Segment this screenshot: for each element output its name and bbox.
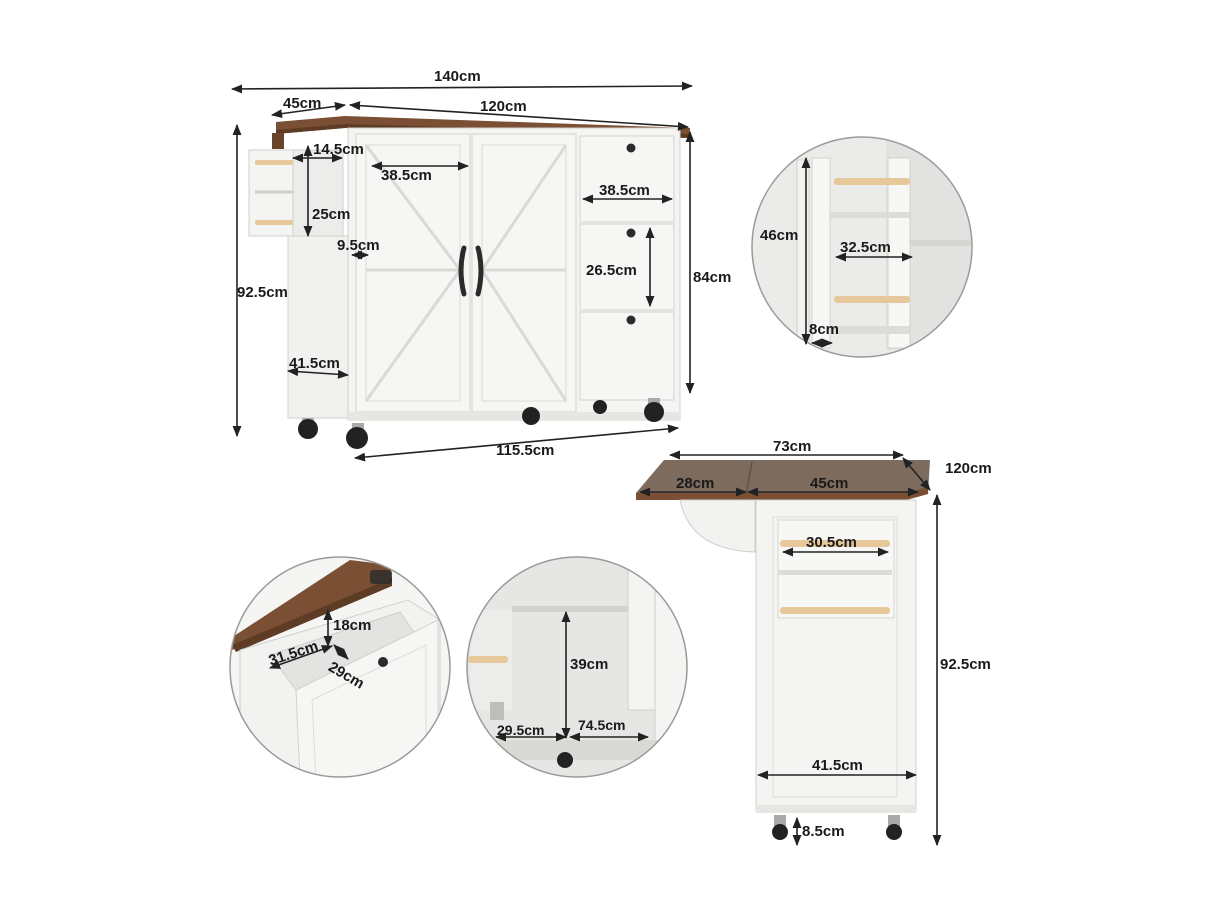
rack-gap-label: 9.5cm (337, 237, 380, 254)
side-top-length-label: 120cm (945, 460, 992, 477)
knob-icon (626, 228, 636, 238)
main-cabinet-front-view (248, 116, 690, 449)
left-door (355, 133, 471, 413)
towel-rack-depth-label: 8cm (809, 321, 840, 338)
side-body-depth-label: 41.5cm (812, 757, 863, 774)
drawer-height-label: 26.5cm (586, 262, 637, 279)
knob-icon (626, 143, 636, 153)
dowel-rail (255, 220, 293, 225)
overall-height-label: 92.5cm (237, 284, 288, 301)
right-door (471, 133, 577, 413)
base-width-label: 115.5cm (496, 442, 555, 459)
towel-rack-detail-circle (751, 136, 973, 358)
knob-icon (626, 315, 636, 325)
drawer-depth-label: 18cm (333, 617, 372, 634)
door-handle-icon (475, 245, 484, 297)
side-depth-label: 41.5cm (289, 355, 340, 372)
door-width-label: 38.5cm (381, 167, 432, 184)
overall-width-label: 140cm (434, 68, 481, 85)
cabinet-shelf-width-label: 74.5cm (578, 717, 626, 733)
leaf-width-label: 45cm (283, 95, 322, 112)
side-view (636, 450, 942, 847)
drawer-bottom (579, 311, 675, 401)
cabinet-interior-circle (466, 556, 688, 778)
fixed-depth-label: 45cm (810, 475, 849, 492)
door-handle-icon (458, 245, 467, 297)
side-top-depth-label: 73cm (773, 438, 812, 455)
drawer-detail-circle (229, 556, 451, 778)
towel-rack-width-label: 32.5cm (840, 239, 891, 256)
cabinet-shelf-depth-label: 29.5cm (497, 722, 545, 738)
drawer-middle (579, 223, 675, 311)
drop-leaf (679, 499, 756, 553)
dowel-rail (255, 160, 293, 165)
side-caster-wheels (772, 815, 902, 840)
drawer-width-label: 38.5cm (599, 182, 650, 199)
towel-rack-height-label: 46cm (760, 227, 799, 244)
side-overall-height-label: 92.5cm (940, 656, 991, 673)
spice-rack-height-label: 25cm (312, 206, 351, 223)
drawer-top (579, 135, 675, 223)
top-width-label: 120cm (480, 98, 527, 115)
spice-rack-depth-label: 14.5cm (313, 141, 364, 158)
main-dimension-lines (230, 81, 695, 462)
side-rack-width-label: 30.5cm (806, 534, 857, 551)
body-height-label: 84cm (693, 269, 732, 286)
leaf-depth-label: 28cm (676, 475, 715, 492)
caster-height-label: 8.5cm (802, 823, 845, 840)
cabinet-height-label: 39cm (570, 656, 609, 673)
